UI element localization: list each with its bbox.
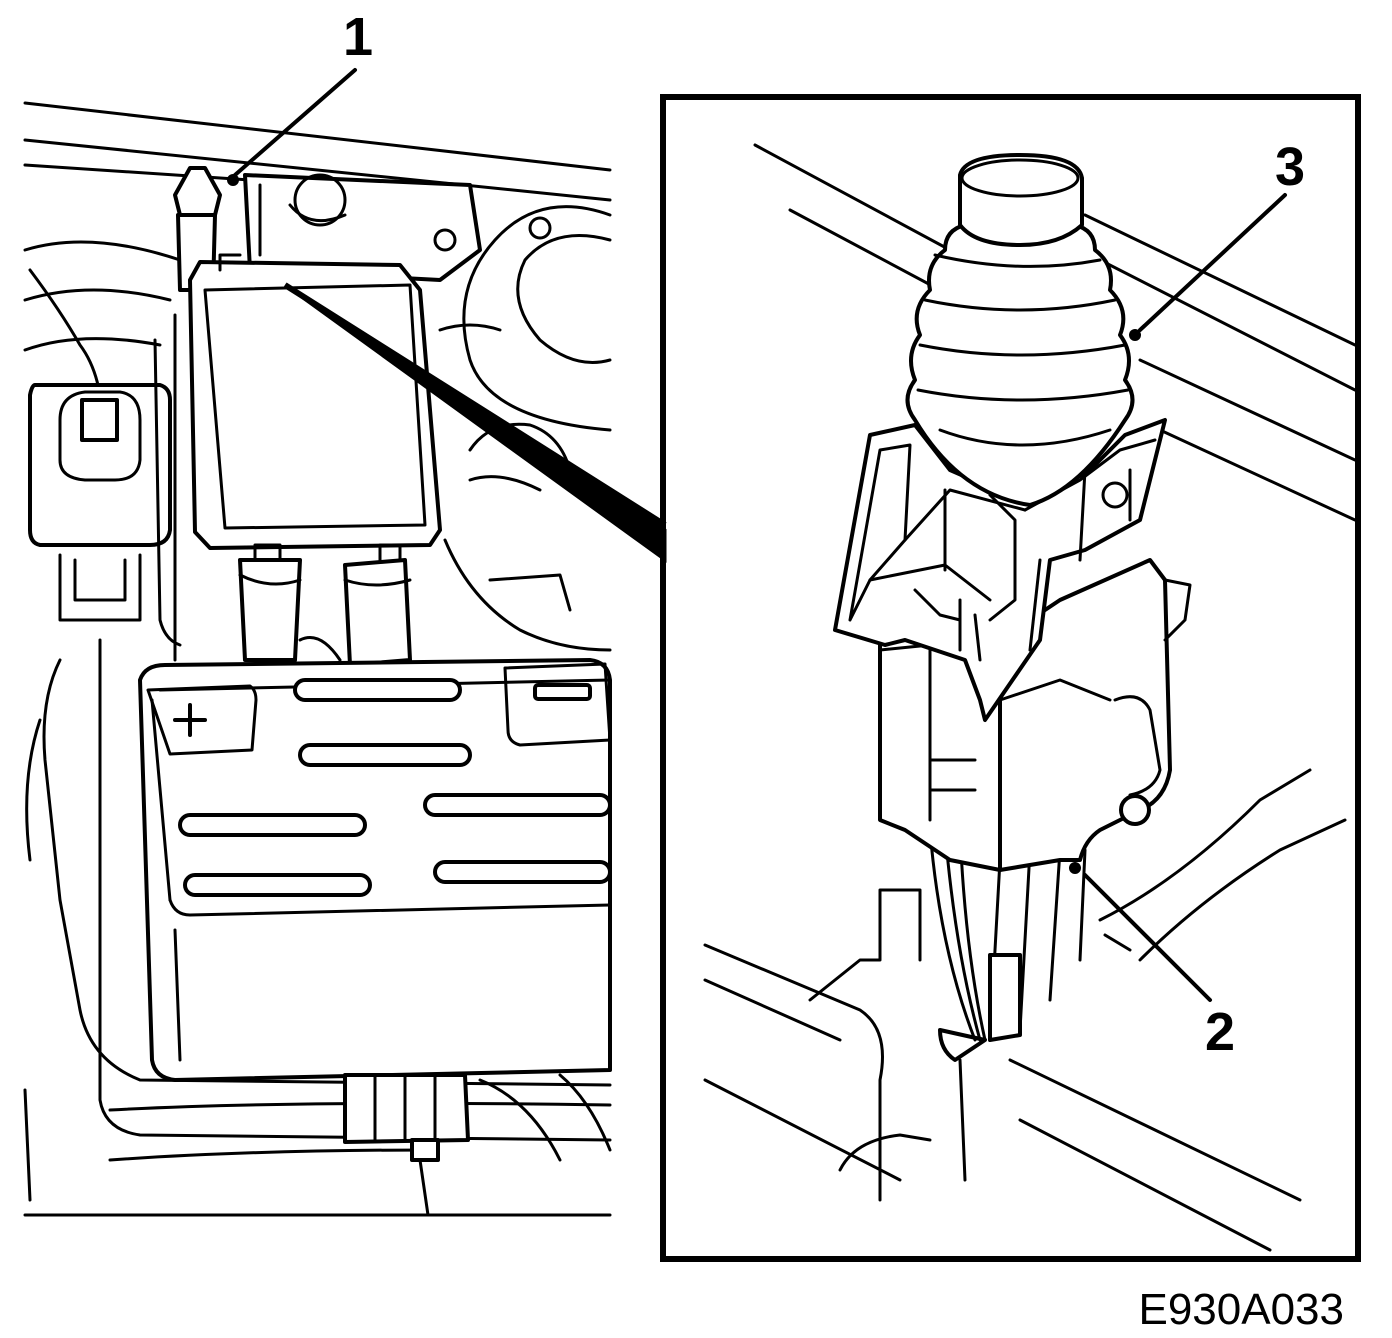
negative-terminal-icon	[533, 683, 592, 701]
callout-2: 2	[1205, 1002, 1236, 1062]
engine-bay-view	[23, 101, 612, 1217]
reference-code: E930A033	[1138, 1285, 1344, 1334]
positive-terminal-icon	[173, 703, 207, 737]
callout-3: 3	[1275, 137, 1306, 197]
callout-leaders	[227, 68, 1287, 1002]
callout-1: 1	[343, 7, 374, 67]
inset-detail-view	[660, 94, 1361, 1262]
